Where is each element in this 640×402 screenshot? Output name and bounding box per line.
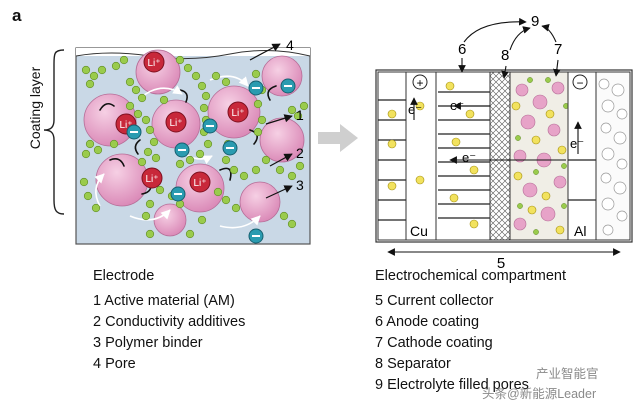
electrolyte-pores-region <box>595 71 631 241</box>
electrode-item-3: 3 Polymer binder <box>93 335 203 351</box>
coating-layer-label: Coating layer <box>27 66 43 150</box>
watermark-line-1: 产业智能官 <box>536 367 599 381</box>
callout-4: 4 <box>286 37 294 53</box>
electron-label-4: e⁻ <box>570 136 584 151</box>
svg-text:Li⁺: Li⁺ <box>193 178 206 189</box>
label-8: 8 <box>501 47 509 64</box>
electrode-diagram: Li⁺ Li⁺ Li⁺ Li⁺ Li⁺ Li⁺ 4 1 2 3 <box>43 37 311 245</box>
electrode-item-1: 1 Active material (AM) <box>93 293 235 309</box>
cathode-coating <box>509 71 569 241</box>
callout-arrows <box>249 43 293 199</box>
callout-1: 1 <box>296 107 304 123</box>
watermark-line-2: 头条@新能源Leader <box>482 387 597 401</box>
separator <box>489 71 511 241</box>
compartment-item-6: 6 Anode coating <box>375 314 480 330</box>
label-5: 5 <box>497 255 505 270</box>
svg-text:Li⁺: Li⁺ <box>119 120 132 131</box>
al-current-collector <box>567 71 597 241</box>
svg-text:+: + <box>416 76 423 90</box>
compartment-item-9: 9 Electrolyte filled pores <box>375 377 529 393</box>
negative-terminal-icon <box>572 74 588 90</box>
transition-arrow-icon <box>318 124 358 152</box>
svg-text:Li⁺: Li⁺ <box>169 118 182 129</box>
electrode-item-2: 2 Conductivity additives <box>93 314 246 330</box>
compartment-legend: Electrochemical compartment 5 Current co… <box>375 266 566 396</box>
electron-label-1: e⁻ <box>408 102 422 117</box>
compartment-item-7: 7 Cathode coating <box>375 335 493 351</box>
panel-letter: a <box>12 6 22 25</box>
coating-layer-brace <box>43 49 65 215</box>
electrode-title: Electrode <box>93 268 155 284</box>
compartment-item-5: 5 Current collector <box>375 293 494 309</box>
cu-current-collector <box>377 71 407 241</box>
callout-2: 2 <box>296 145 304 161</box>
label-6: 6 <box>458 41 466 58</box>
compartment-diagram: + − e⁻ e⁻ e⁻ e⁻ 9 6 8 7 Cu Al 5 <box>375 13 633 270</box>
svg-text:Li⁺: Li⁺ <box>145 174 158 185</box>
svg-text:Li⁺: Li⁺ <box>147 58 160 69</box>
svg-text:−: − <box>576 76 583 90</box>
label-9: 9 <box>531 13 539 30</box>
al-label: Al <box>574 223 586 239</box>
electrode-legend: Electrode 1 Active material (AM) 2 Condu… <box>93 266 245 375</box>
callout-3: 3 <box>296 177 304 193</box>
svg-text:Li⁺: Li⁺ <box>231 108 244 119</box>
electron-label-3: e⁻ <box>462 150 476 165</box>
cu-label: Cu <box>410 223 428 239</box>
compartment-title: Electrochemical compartment <box>375 268 566 284</box>
compartment-item-8: 8 Separator <box>375 356 451 372</box>
positive-terminal-icon <box>412 74 428 90</box>
label-7: 7 <box>554 41 562 58</box>
lithium-ions: Li⁺ Li⁺ Li⁺ Li⁺ Li⁺ Li⁺ <box>115 51 249 193</box>
electrode-item-4: 4 Pore <box>93 356 136 372</box>
